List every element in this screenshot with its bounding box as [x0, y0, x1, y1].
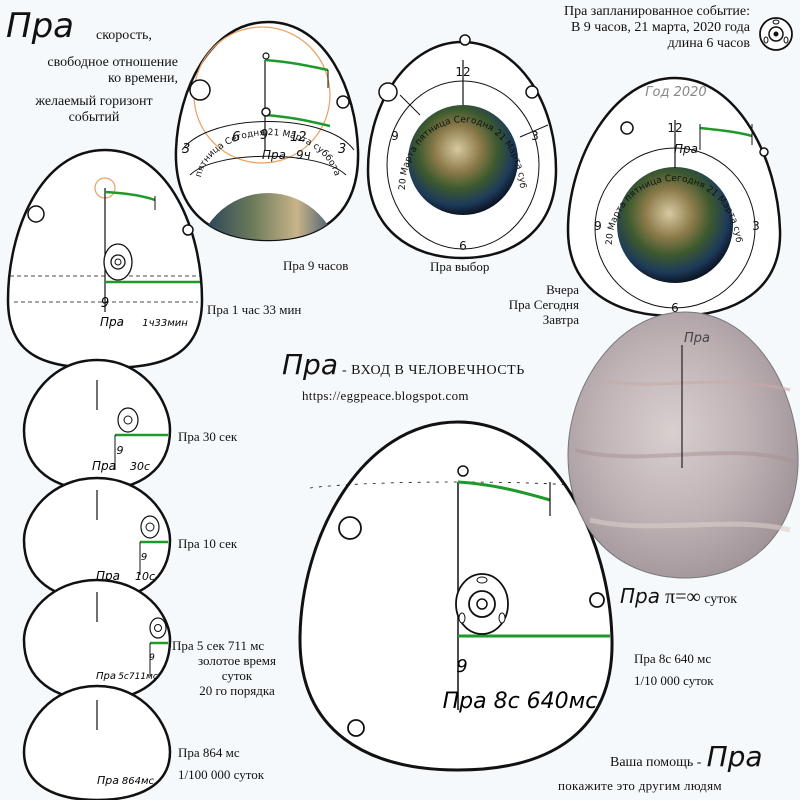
- footer-share: покажите это другим людям: [558, 778, 722, 793]
- egg-9-dial-3-right: 3: [338, 142, 347, 157]
- yesterday-today-tomorrow: Вчера Пра Сегодня Завтра: [480, 282, 579, 327]
- caption-30-sec: Пра 30 сек: [178, 429, 238, 444]
- egg-year-dial-3: 3: [752, 219, 760, 233]
- egg-choice-dial-3: 3: [531, 129, 539, 143]
- intro-block-2: желаемый горизонт событий: [10, 94, 178, 126]
- egg-10-value: 10с: [135, 570, 155, 583]
- egg-9-label-pra: Пра: [262, 148, 286, 162]
- caption-8s-line-2: 1/10 000 суток: [634, 673, 714, 688]
- egg-big-nine: 9: [456, 656, 467, 677]
- label-today: Пра Сегодня: [508, 297, 579, 312]
- caption-864: Пра 864 мс 1/100 000 суток: [178, 742, 264, 786]
- egg-864-label: Пра: [97, 774, 119, 787]
- egg-moon: Пра: [567, 311, 799, 579]
- event-block: Пра запланированное событие: В 9 часов, …: [500, 4, 750, 52]
- caption-864-line-2: 1/100 000 суток: [178, 767, 265, 782]
- egg-9-dial-6: 6: [232, 130, 241, 145]
- caption-8s-line-1: Пра 8с 640 мс: [634, 651, 712, 666]
- intro-line-free: свободное отношение: [47, 55, 178, 70]
- event-line-date: В 9 часов, 21 марта, 2020 года: [570, 20, 750, 35]
- caption-5-sec-line-1: Пра 5 сек 711 мс: [172, 638, 265, 653]
- caption-8s-640: Пра 8с 640 мс 1/10 000 суток: [634, 648, 714, 692]
- caption-choice: Пра выбор: [430, 259, 490, 274]
- caption-10-sec: Пра 10 сек: [178, 536, 238, 551]
- egg-10-nine: 9: [141, 552, 147, 563]
- egg-5-nine: 9: [149, 653, 155, 663]
- egg-10-sec: 9 Пра 10с: [22, 476, 172, 602]
- caption-moon-brand: Пра: [620, 584, 660, 608]
- egg-moon-label: Пра: [684, 331, 710, 346]
- egg-30-value: 30с: [130, 460, 150, 473]
- caption-1-hour-33: Пра 1 час 33 мин: [207, 302, 302, 317]
- egg-choice-dial-12: 12: [455, 65, 470, 79]
- egg-30-nine: 9: [117, 444, 124, 457]
- egg-1-hour-33-min: 9 Пра 1ч33мин: [6, 148, 204, 370]
- caption-moon: Пра π=∞ суток: [620, 584, 737, 609]
- event-line-title: Пра запланированное событие:: [563, 4, 750, 19]
- caption-9-hours: Пра 9 часов: [283, 258, 349, 273]
- caption-5-sec-line-3: суток: [221, 668, 253, 683]
- caption-5-sec: Пра 5 сек 711 мс золотое время суток 20 …: [172, 638, 302, 698]
- egg-year-dial-6: 6: [671, 301, 679, 315]
- intro-line-time: ко времени,: [108, 71, 178, 86]
- intro-block: свободное отношение ко времени,: [10, 55, 178, 87]
- egg-year-label: Пра: [674, 142, 698, 156]
- egg-9-dial-9: 9: [260, 128, 269, 143]
- egg-864-ms: Пра 864мс: [22, 684, 172, 800]
- egg-5-sec-711-ms: 9 Пра 5с711мс: [22, 578, 172, 702]
- egg-year-dial-9: 9: [594, 219, 602, 233]
- footer-help: Ваша помощь - Пра: [610, 740, 763, 773]
- egg-choice-dial-9: 9: [391, 129, 399, 143]
- footer-brand: Пра: [706, 740, 763, 773]
- egg-133-value: 1ч33мин: [142, 318, 188, 329]
- egg-9-hours: пятница Сегодня 21 Марта суббота: [174, 20, 360, 242]
- slogan-brand: Пра: [282, 348, 338, 381]
- egg-big-label: Пра 8с 640мс: [443, 689, 598, 714]
- caption-moon-symbol: π=∞: [665, 586, 701, 608]
- label-yesterday: Вчера: [546, 282, 579, 297]
- caption-5-sec-line-4: 20 го порядка: [199, 683, 275, 698]
- site-url[interactable]: https://eggpeace.blogspot.com: [302, 388, 469, 403]
- label-tomorrow: Завтра: [542, 312, 579, 327]
- egg-133-nine: 9: [101, 296, 109, 311]
- egg-choice-dial-6: 6: [459, 239, 467, 253]
- egg-8s-640ms: 9 Пра 8с 640мс: [298, 420, 614, 772]
- egg-9-dial-3-left: 3: [182, 142, 191, 157]
- slogan: Пра - ВХОД В ЧЕЛОВЕЧНОСТЬ: [282, 348, 525, 381]
- egg-30-label: Пра: [92, 459, 116, 473]
- egg-864-value: 864мс: [122, 776, 155, 787]
- caption-5-sec-line-2: золотое время: [197, 653, 276, 668]
- intro-line-events: событий: [68, 110, 120, 125]
- egg-5-label: Пра: [96, 671, 116, 682]
- egg-5-value: 5с711мс: [118, 672, 158, 682]
- egg-30-sec: 9 Пра 30с: [22, 358, 172, 492]
- egg-year-dial-12: 12: [667, 121, 682, 135]
- egg-133-label: Пра: [100, 315, 124, 329]
- footer-help-text: Ваша помощь -: [610, 755, 702, 770]
- brand-title: Пра: [6, 6, 74, 46]
- caption-864-line-1: Пра 864 мс: [178, 745, 240, 760]
- egg-year-top-label: Год 2020: [645, 85, 706, 100]
- intro-line-horizon: желаемый горизонт: [35, 94, 153, 109]
- intro-line-speed: скорость,: [96, 28, 152, 43]
- brand-logo: [759, 17, 793, 51]
- caption-moon-rest: суток: [700, 592, 737, 607]
- egg-9-dial-12: 12: [290, 130, 307, 145]
- slogan-text: - ВХОД В ЧЕЛОВЕЧНОСТЬ: [338, 363, 525, 378]
- event-line-length: длина 6 часов: [667, 36, 750, 51]
- egg-9-hours: 9ч: [296, 148, 311, 162]
